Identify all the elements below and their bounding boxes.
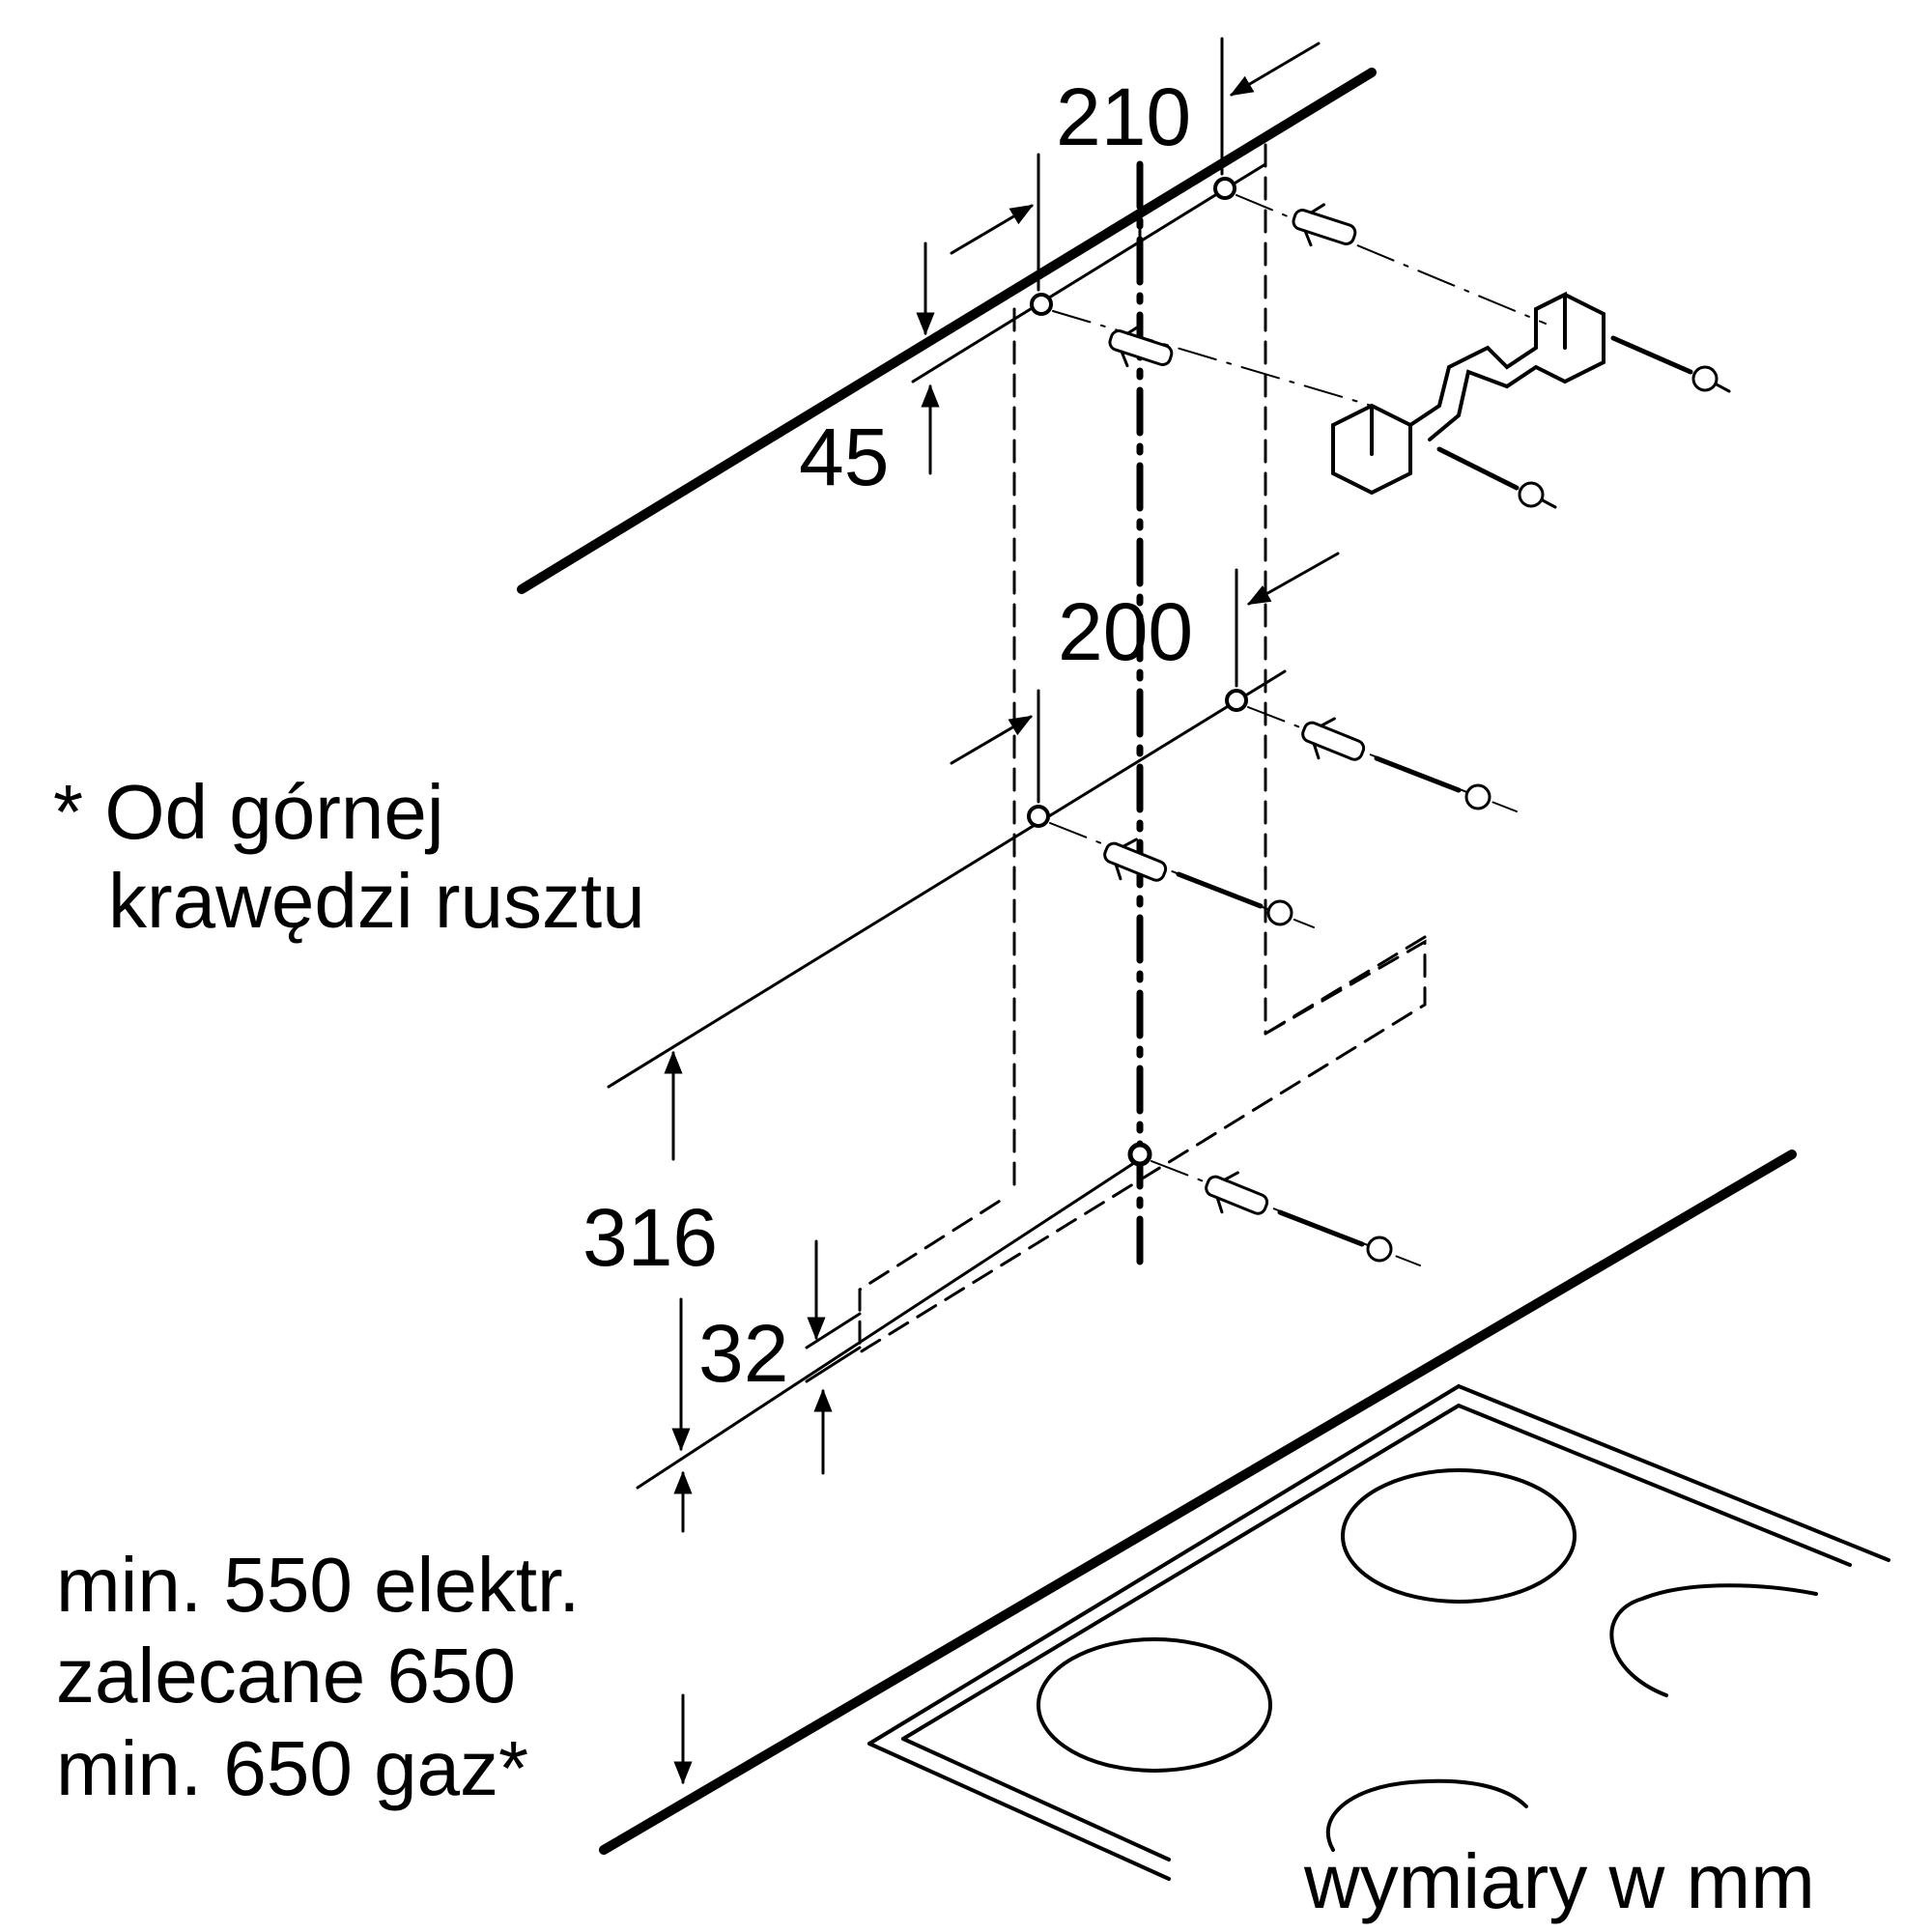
middle-fixings <box>1103 717 1492 926</box>
upper-dowels <box>1108 203 1357 368</box>
dim-32-label: 32 <box>698 1308 788 1399</box>
lower-fixing <box>636 1142 1421 1490</box>
units-note: wymiary w mm <box>1303 1838 1815 1924</box>
dim-210-label: 210 <box>1056 71 1191 162</box>
upper-holes <box>1030 177 1547 407</box>
dim-45: 45 <box>799 242 940 502</box>
clearance-line-3: min. 650 gaz* <box>56 1725 528 1811</box>
clearance-note: min. 550 elektr. zalecane 650 min. 650 g… <box>56 1542 581 1811</box>
middle-line <box>607 669 1518 1089</box>
hood-outline <box>858 935 1427 1355</box>
hob <box>599 1150 1890 1881</box>
clearance-line-1: min. 550 elektr. <box>56 1542 581 1628</box>
dim-32: 32 <box>698 1239 862 1475</box>
dim-210: 210 <box>950 37 1321 292</box>
dim-45-label: 45 <box>799 412 889 502</box>
mounting-bracket <box>1331 291 1605 496</box>
clearance-line-2: zalecane 650 <box>56 1633 516 1719</box>
ceiling-line <box>517 68 1377 594</box>
dim-200: 200 <box>950 552 1340 804</box>
dim-200-label: 200 <box>1058 586 1193 677</box>
footnote-line-2: krawędzi rusztu <box>108 858 645 944</box>
dim-316-label: 316 <box>582 1192 718 1283</box>
footnote-line-1: * Od górnej <box>53 769 444 855</box>
dim-316: 316 <box>582 1050 718 1452</box>
upper-screws <box>1436 335 1731 509</box>
footnote: * Od górnej krawędzi rusztu <box>53 769 645 944</box>
